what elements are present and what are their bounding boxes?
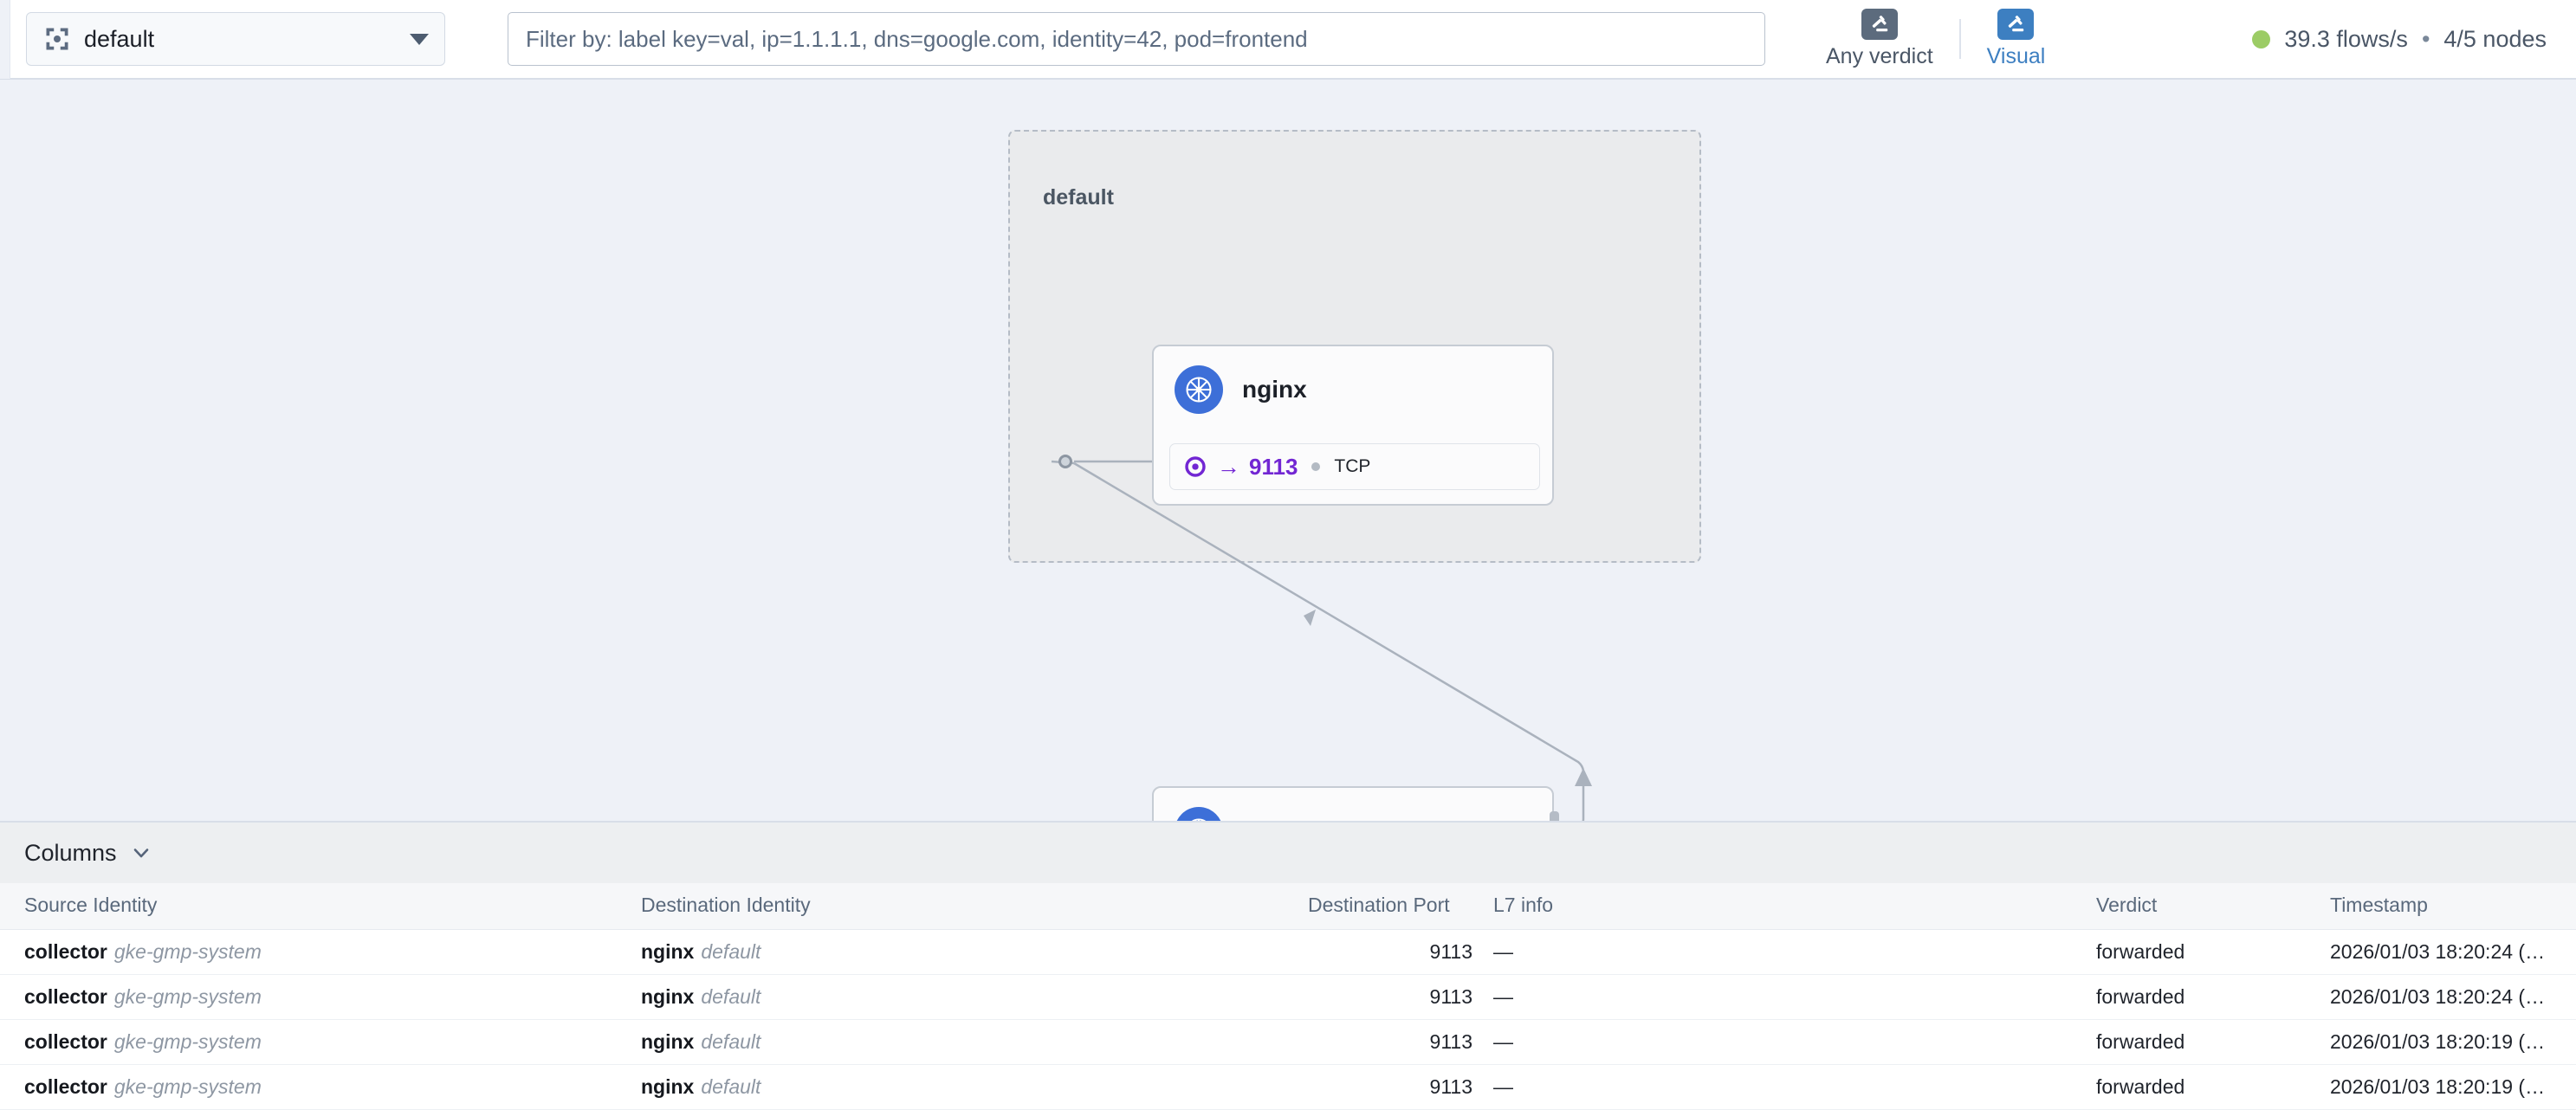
- source-name: collector: [24, 940, 107, 963]
- cell-destination-port: 9113: [1308, 929, 1472, 975]
- any-verdict-label: Any verdict: [1826, 44, 1933, 68]
- cell-source-identity: collector gke-gmp-system: [0, 1019, 641, 1065]
- columns-button[interactable]: Columns: [24, 840, 152, 867]
- any-verdict-toggle[interactable]: Any verdict: [1807, 9, 1952, 69]
- filter-input[interactable]: [508, 12, 1765, 66]
- port-protocol: TCP: [1334, 456, 1371, 476]
- service-card-header: collector gke-gmp-system: [1154, 788, 1552, 821]
- service-name: collector: [1242, 817, 1343, 821]
- kubernetes-logo-icon: [1175, 807, 1223, 821]
- cell-timestamp: 2026/01/03 18:20:24 (…: [2330, 929, 2576, 975]
- cell-source-identity: collector gke-gmp-system: [0, 1064, 641, 1110]
- cell-verdict: forwarded: [2096, 1064, 2330, 1110]
- cell-l7-info: —: [1472, 1064, 2096, 1110]
- toolbar-toggles: Any verdict Visual: [1807, 0, 2064, 79]
- cell-destination-identity: nginx default: [641, 1064, 1308, 1110]
- port-number: 9113: [1249, 453, 1298, 480]
- service-card-nginx[interactable]: nginx → 9113 TCP: [1152, 345, 1554, 506]
- column-header-destination-port[interactable]: Destination Port: [1308, 883, 1472, 930]
- cell-destination-port: 9113: [1308, 1019, 1472, 1065]
- source-namespace: gke-gmp-system: [113, 1075, 262, 1098]
- source-namespace: gke-gmp-system: [113, 1030, 262, 1053]
- namespace-group-label: default: [1043, 185, 1114, 210]
- visual-label: Visual: [1986, 44, 2046, 68]
- status-dot-icon: [2252, 29, 2271, 48]
- visual-toggle[interactable]: Visual: [1968, 9, 2065, 69]
- destination-name: nginx: [641, 985, 695, 1008]
- chevron-down-icon: [410, 33, 429, 45]
- port-separator-dot: [1311, 462, 1321, 471]
- table-row[interactable]: collector gke-gmp-system nginx default 911…: [0, 974, 2576, 1020]
- table-row[interactable]: collector gke-gmp-system nginx default 911…: [0, 1019, 2576, 1065]
- cell-timestamp: 2026/01/03 18:20:19 (…: [2330, 1019, 2576, 1065]
- destination-namespace: default: [701, 1075, 761, 1098]
- gavel-icon: [1997, 9, 2035, 40]
- target-icon: [1184, 455, 1207, 478]
- source-name: collector: [24, 1030, 107, 1053]
- column-header-destination-identity[interactable]: Destination Identity: [641, 883, 1308, 930]
- cell-destination-identity: nginx default: [641, 1019, 1308, 1065]
- cell-destination-port: 9113: [1308, 1064, 1472, 1110]
- destination-name: nginx: [641, 1075, 695, 1098]
- cell-verdict: forwarded: [2096, 929, 2330, 975]
- cell-l7-info: —: [1472, 929, 2096, 975]
- destination-name: nginx: [641, 1030, 695, 1053]
- flows-table-body: collector gke-gmp-system nginx default 911…: [0, 929, 2576, 1110]
- toolbar-left-strip: [0, 0, 10, 79]
- flows-table: Source Identity Destination Identity Des…: [0, 883, 2576, 1110]
- service-card-collector[interactable]: collector gke-gmp-system: [1152, 786, 1554, 821]
- columns-button-label: Columns: [24, 839, 117, 866]
- gavel-icon: [1861, 9, 1898, 40]
- service-card-titles: collector gke-gmp-system: [1242, 817, 1492, 821]
- port-row-9113[interactable]: → 9113 TCP: [1169, 443, 1540, 490]
- columns-bar: Columns: [0, 823, 2576, 883]
- nodes-count: 4/5 nodes: [2443, 25, 2547, 52]
- source-namespace: gke-gmp-system: [113, 940, 262, 963]
- cell-verdict: forwarded: [2096, 974, 2330, 1020]
- table-header-row: Source Identity Destination Identity Des…: [0, 883, 2576, 930]
- namespace-select-value: default: [84, 25, 155, 52]
- destination-namespace: default: [701, 940, 761, 963]
- destination-name: nginx: [641, 940, 695, 963]
- cell-l7-info: —: [1472, 1019, 2096, 1065]
- table-row[interactable]: collector gke-gmp-system nginx default 911…: [0, 929, 2576, 975]
- column-header-verdict[interactable]: Verdict: [2096, 883, 2330, 930]
- cell-timestamp: 2026/01/03 18:20:19 (…: [2330, 1064, 2576, 1110]
- source-namespace: gke-gmp-system: [113, 985, 262, 1008]
- status-indicator: 39.3 flows/s • 4/5 nodes: [2252, 26, 2547, 53]
- nginx-edge-connector: [1058, 455, 1072, 468]
- kubernetes-logo-icon: [1175, 365, 1223, 414]
- service-card-titles: nginx: [1242, 375, 1307, 403]
- cell-l7-info: —: [1472, 974, 2096, 1020]
- kubernetes-namespace-icon: [44, 26, 70, 52]
- cell-source-identity: collector gke-gmp-system: [0, 974, 641, 1020]
- port-direction-arrow: →: [1217, 453, 1240, 480]
- top-toolbar: default Any verdict: [0, 0, 2576, 80]
- service-map-canvas[interactable]: default: [0, 80, 2576, 821]
- column-header-l7-info[interactable]: L7 info: [1472, 883, 2096, 930]
- column-header-timestamp[interactable]: Timestamp: [2330, 883, 2576, 930]
- cell-timestamp: 2026/01/03 18:20:24 (…: [2330, 974, 2576, 1020]
- toggle-divider: [1958, 19, 1961, 59]
- service-name: nginx: [1242, 375, 1307, 403]
- namespace-select[interactable]: default: [26, 12, 445, 66]
- filter-wrap: [508, 12, 1765, 66]
- destination-namespace: default: [701, 1030, 761, 1053]
- cell-destination-port: 9113: [1308, 974, 1472, 1020]
- destination-namespace: default: [701, 985, 761, 1008]
- collector-edge-connector: [1550, 811, 1559, 821]
- cell-verdict: forwarded: [2096, 1019, 2330, 1065]
- service-card-header: nginx: [1154, 346, 1552, 414]
- source-name: collector: [24, 1075, 107, 1098]
- chevron-down-icon: [131, 842, 152, 863]
- column-header-source-identity[interactable]: Source Identity: [0, 883, 641, 930]
- status-separator: •: [2421, 25, 2430, 52]
- cell-source-identity: collector gke-gmp-system: [0, 929, 641, 975]
- flows-table-panel: Columns Source Identity Destination Iden…: [0, 821, 2576, 1110]
- table-row[interactable]: collector gke-gmp-system nginx default 911…: [0, 1064, 2576, 1110]
- cell-destination-identity: nginx default: [641, 929, 1308, 975]
- cell-destination-identity: nginx default: [641, 974, 1308, 1020]
- flows-rate: 39.3 flows/s: [2284, 25, 2408, 52]
- source-name: collector: [24, 985, 107, 1008]
